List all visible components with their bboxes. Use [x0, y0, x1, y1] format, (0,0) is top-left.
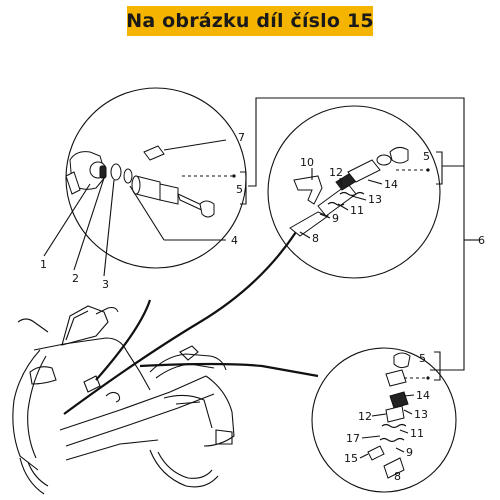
callout-5c: 5: [419, 352, 426, 365]
callout-14a: 14: [384, 178, 398, 191]
callout-12a: 12: [329, 166, 343, 179]
callout-3: 3: [102, 278, 109, 291]
callout-8b: 8: [394, 470, 401, 483]
callout-labels: 7 5 4 1 2 3 10 12 14 5 13 11 9 8 6 5 14 …: [40, 131, 485, 483]
callout-8a: 8: [312, 232, 319, 245]
callout-6: 6: [478, 234, 485, 247]
callout-13b: 13: [414, 408, 428, 421]
callout-9a: 9: [332, 212, 339, 225]
title-banner: Na obrázku díl číslo 15: [126, 6, 374, 36]
callout-11a: 11: [350, 204, 364, 217]
callout-17: 17: [346, 432, 360, 445]
callout-14b: 14: [416, 389, 430, 402]
detail-circle-3: [311, 347, 457, 493]
callout-12b: 12: [358, 410, 372, 423]
callout-5b: 5: [423, 150, 430, 163]
callout-11b: 11: [410, 427, 424, 440]
callout-5a: 5: [236, 183, 243, 196]
banner-text: Na obrázku díl číslo 15: [126, 10, 374, 32]
callout-2: 2: [72, 272, 79, 285]
callout-10: 10: [300, 156, 314, 169]
detail-circle-1: [65, 87, 247, 269]
scooter-illustration: [12, 231, 319, 495]
detail-circle-2: [267, 105, 441, 279]
callout-9b: 9: [406, 446, 413, 459]
callout-7: 7: [238, 131, 245, 144]
callout-4: 4: [231, 234, 238, 247]
callout-leaders: [299, 168, 415, 459]
callout-1: 1: [40, 258, 47, 271]
callout-15: 15: [344, 452, 358, 465]
callout-13a: 13: [368, 193, 382, 206]
